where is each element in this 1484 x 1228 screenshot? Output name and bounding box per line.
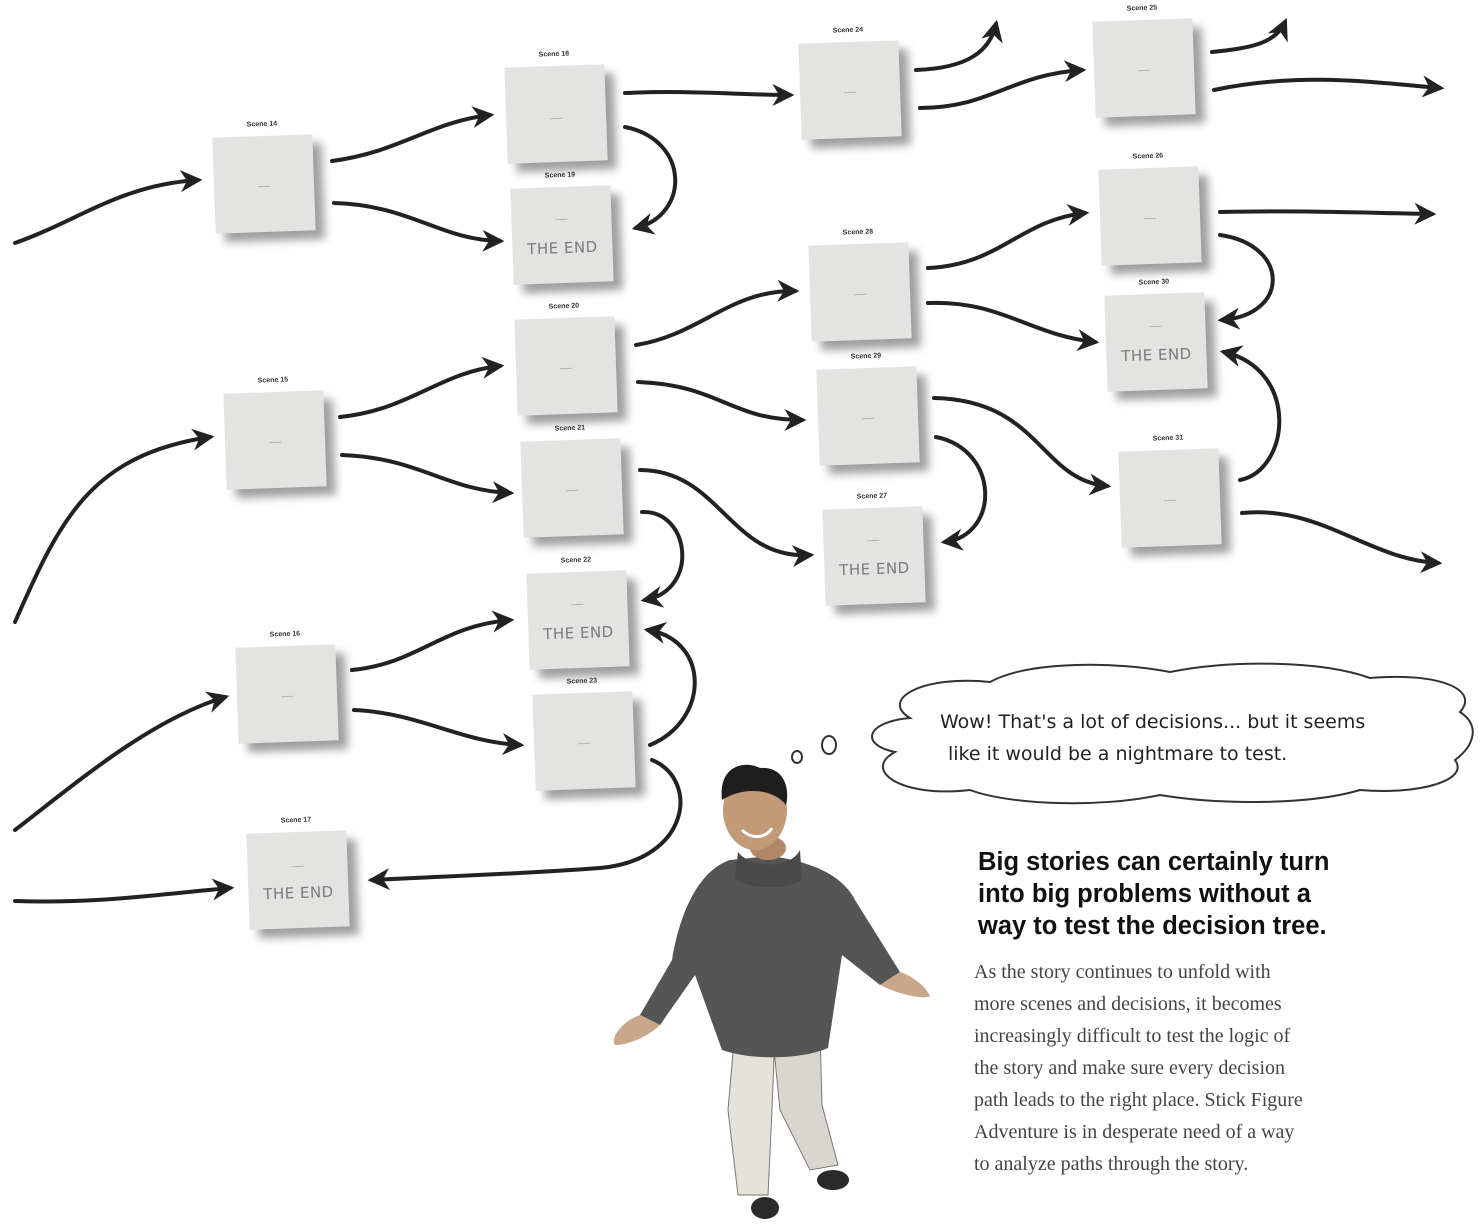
headline-line: way to test the decision tree. xyxy=(978,910,1448,942)
thought-line-2: like it would be a nightmare to test. xyxy=(940,738,1440,770)
body-paragraph: As the story continues to unfold with mo… xyxy=(974,956,1444,1180)
arrow-in-scene-15 xyxy=(15,437,210,622)
scene-30: Scene 30 THE END xyxy=(1104,292,1207,391)
scene-27: Scene 27 THE END xyxy=(822,506,925,605)
scene-18: Scene 18 xyxy=(504,64,607,163)
scene-22: Scene 22 THE END xyxy=(526,570,629,669)
arrow-16-23 xyxy=(354,710,520,745)
arrow-15-21 xyxy=(342,455,510,493)
scene-28: Scene 28 xyxy=(808,242,911,341)
scene-14: Scene 14 xyxy=(212,134,315,233)
scene-end-text: THE END xyxy=(824,558,925,579)
person-shoe-left xyxy=(751,1197,779,1219)
scene-end-text: THE END xyxy=(1106,344,1207,365)
arrow-25-out-2 xyxy=(1214,80,1440,90)
person-figure xyxy=(614,765,930,1219)
scene-26: Scene 26 xyxy=(1098,166,1201,265)
scene-17: Scene 17 THE END xyxy=(246,830,349,929)
thought-dot-small xyxy=(792,751,802,763)
headline-line: Big stories can certainly turn xyxy=(978,846,1448,878)
arrow-23-22 xyxy=(648,630,695,745)
arrow-20-28 xyxy=(636,291,795,345)
arrow-29-31 xyxy=(934,398,1107,486)
person-shoe-right xyxy=(817,1170,849,1190)
arrow-26-out xyxy=(1220,211,1432,214)
arrow-in-scene-16 xyxy=(15,697,225,830)
arrow-16-22 xyxy=(352,620,510,670)
scene-21: Scene 21 xyxy=(520,438,623,537)
arrow-14-18 xyxy=(332,115,490,161)
arrow-21-27 xyxy=(640,470,810,555)
scene-24: Scene 24 xyxy=(798,40,901,139)
scene-end-text: THE END xyxy=(248,882,349,903)
arrow-31-30 xyxy=(1224,352,1279,480)
arrow-20-29 xyxy=(638,382,802,420)
body-line: Adventure is in desperate need of a way xyxy=(974,1116,1444,1148)
body-line: As the story continues to unfold with xyxy=(974,956,1444,988)
arrow-18-24 xyxy=(625,92,790,95)
scene-end-text: THE END xyxy=(512,237,613,258)
arrow-25-out-1 xyxy=(1212,22,1285,52)
arrow-21-22 xyxy=(642,512,682,600)
body-line: the story and make sure every decision xyxy=(974,1052,1444,1084)
arrow-31-out xyxy=(1242,512,1438,563)
scene-29: Scene 29 xyxy=(816,366,919,465)
headline: Big stories can certainly turn into big … xyxy=(978,846,1448,942)
scene-20: Scene 20 xyxy=(514,316,617,415)
body-line: path leads to the right place. Stick Fig… xyxy=(974,1084,1444,1116)
scene-end-text: THE END xyxy=(528,622,629,643)
body-line: more scenes and decisions, it becomes xyxy=(974,988,1444,1020)
thought-line-1: Wow! That's a lot of decisions... but it… xyxy=(940,706,1440,738)
body-line: increasingly difficult to test the logic… xyxy=(974,1020,1444,1052)
arrow-15-20 xyxy=(340,366,500,417)
scene-31: Scene 31 xyxy=(1118,448,1221,547)
arrow-24-out xyxy=(916,24,996,70)
arrow-in-scene-14 xyxy=(15,180,198,243)
arrow-in-scene-17 xyxy=(15,888,230,902)
arrow-28-30 xyxy=(928,303,1095,342)
arrow-14-19 xyxy=(334,203,500,241)
headline-line: into big problems without a xyxy=(978,878,1448,910)
scene-25: Scene 25 xyxy=(1092,18,1195,117)
scene-19: Scene 19 THE END xyxy=(510,185,613,284)
thought-bubble-text: Wow! That's a lot of decisions... but it… xyxy=(940,706,1440,770)
arrow-18-19 xyxy=(625,127,675,228)
arrow-24-25 xyxy=(920,70,1082,108)
thought-dot-large xyxy=(822,736,836,754)
arrow-29-27 xyxy=(936,437,985,542)
arrow-26-30 xyxy=(1220,235,1273,320)
scene-15: Scene 15 xyxy=(223,390,326,489)
arrow-28-26 xyxy=(928,213,1085,268)
scene-16: Scene 16 xyxy=(235,644,338,743)
body-line: to analyze paths through the story. xyxy=(974,1148,1444,1180)
scene-23: Scene 23 xyxy=(532,691,635,790)
